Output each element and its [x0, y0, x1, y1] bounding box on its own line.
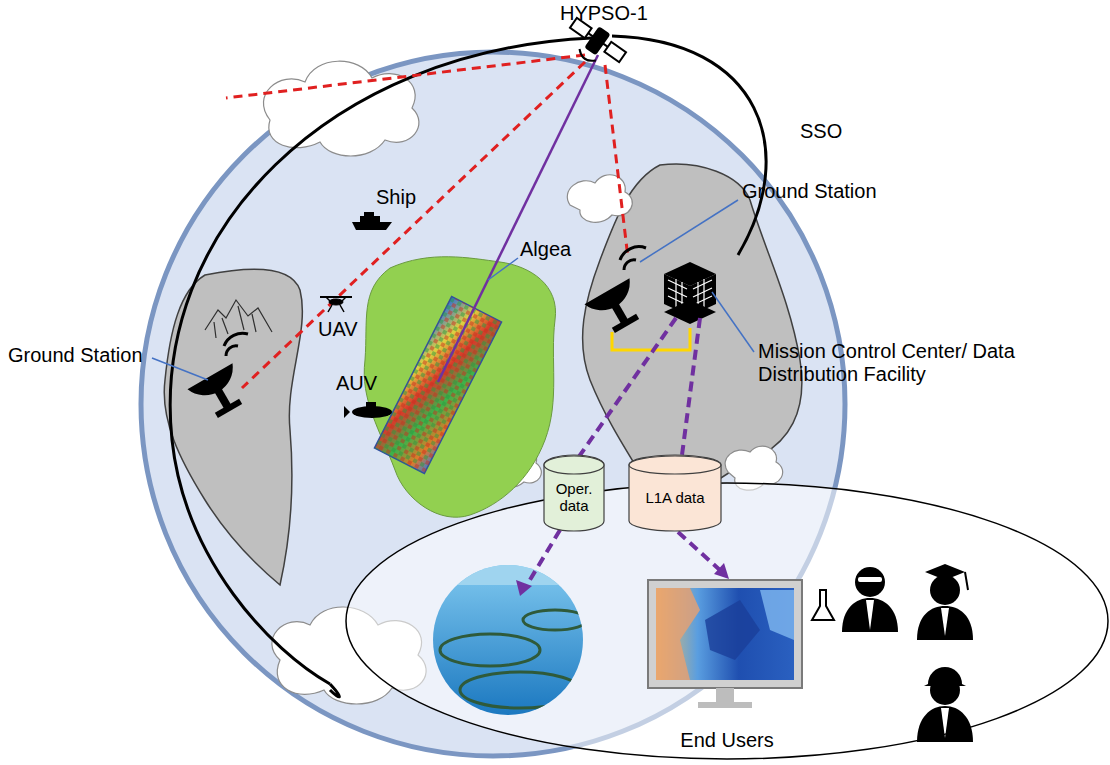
- text-holder: End Users: [345, 729, 1109, 752]
- end-users-area: End Users Oper. data L1A data: [345, 482, 1109, 760]
- cylinder-body: [544, 455, 604, 531]
- ellipse-outline: [345, 482, 1109, 760]
- vehicle-label: UAV: [318, 318, 358, 341]
- data-cylinder: L1A data: [628, 455, 722, 531]
- cylinder-top: [629, 456, 721, 474]
- data-cylinder: Oper. data: [543, 455, 605, 531]
- station-label: Ground Station: [742, 180, 877, 203]
- cylinder-body: [629, 455, 721, 531]
- station-label: Ground Station: [8, 344, 143, 367]
- facility-label: Mission Control Center/ Data Distributio…: [758, 340, 1103, 386]
- ellipse-outline: [346, 483, 1108, 759]
- cylinder-top: [544, 456, 604, 474]
- satellite-label: HYPSO-1: [560, 2, 648, 25]
- vehicle-label: Ship: [376, 186, 416, 209]
- text-holder: L1A data: [628, 489, 722, 506]
- orbit-label: SSO: [800, 120, 842, 143]
- group-label: End Users: [345, 729, 1109, 752]
- vehicle-label: AUV: [336, 372, 377, 395]
- data-label: L1A data: [628, 489, 722, 506]
- text-holder: Oper. data: [543, 480, 605, 514]
- algae-label: Algea: [520, 238, 571, 261]
- data-label: Oper. data: [543, 480, 605, 514]
